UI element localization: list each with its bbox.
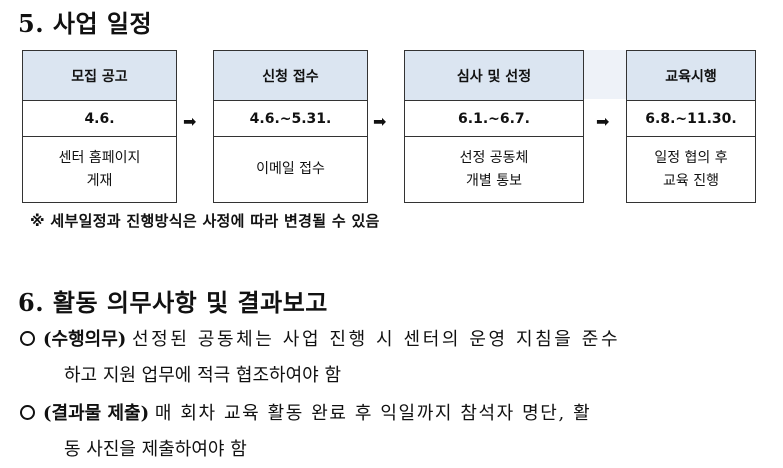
schedule-note: ※ 세부일정과 진행방식은 사정에 따라 변경될 수 있음 bbox=[30, 212, 380, 230]
report-line-2: 동 사진을 제출하여야 함 bbox=[64, 439, 247, 460]
report-line-1: (결과물 제출) 매 회차 교육 활동 완료 후 익일까지 참석자 명단, 활 bbox=[20, 396, 765, 432]
report-text: 매 회차 교육 활동 완료 후 익일까지 참석자 명단, 활 bbox=[154, 403, 592, 424]
duty-label: (수행의무) bbox=[43, 329, 127, 350]
schedule-stage-recruit: 모집 공고 4.6. 센터 홈페이지 게재 bbox=[22, 50, 177, 203]
report-label: (결과물 제출) bbox=[43, 403, 150, 424]
arrow-icon: ➡ bbox=[183, 112, 197, 131]
arrow-icon: ➡ bbox=[373, 112, 387, 131]
arrow-icon: ➡ bbox=[596, 112, 610, 131]
stage-desc: 센터 홈페이지 게재 bbox=[58, 149, 141, 189]
header-gap-shade bbox=[584, 50, 626, 99]
section-5-title: 5. 사업 일정 bbox=[18, 9, 153, 38]
schedule-stage-review: 심사 및 선정 6.1.~6.7. 선정 공동체 개별 통보 bbox=[404, 50, 584, 203]
schedule-stage-apply: 신청 접수 4.6.~5.31. 이메일 접수 bbox=[213, 50, 368, 203]
stage-date: 6.1.~6.7. bbox=[405, 101, 583, 137]
duty-text: 선정된 공동체는 사업 진행 시 센터의 운영 지침을 준수 bbox=[132, 329, 621, 350]
stage-head: 모집 공고 bbox=[23, 51, 176, 101]
section-6-title: 6. 활동 의무사항 및 결과보고 bbox=[18, 288, 328, 317]
duty-line-1: (수행의무) 선정된 공동체는 사업 진행 시 센터의 운영 지침을 준수 bbox=[20, 322, 765, 358]
stage-desc: 일정 협의 후 교육 진행 bbox=[654, 149, 728, 189]
circle-bullet-icon bbox=[20, 331, 35, 346]
stage-head: 심사 및 선정 bbox=[405, 51, 583, 101]
report-item: (결과물 제출) 매 회차 교육 활동 완료 후 익일까지 참석자 명단, 활 … bbox=[20, 396, 765, 468]
stage-head: 신청 접수 bbox=[214, 51, 367, 101]
stage-date: 4.6. bbox=[23, 101, 176, 137]
schedule-stage-education: 교육시행 6.8.~11.30. 일정 협의 후 교육 진행 bbox=[626, 50, 756, 203]
stage-desc: 선정 공동체 개별 통보 bbox=[459, 149, 529, 189]
stage-head: 교육시행 bbox=[627, 51, 755, 101]
stage-desc: 이메일 접수 bbox=[256, 161, 325, 177]
stage-date: 6.8.~11.30. bbox=[627, 101, 755, 137]
duty-item: (수행의무) 선정된 공동체는 사업 진행 시 센터의 운영 지침을 준수 하고… bbox=[20, 322, 765, 394]
stage-date: 4.6.~5.31. bbox=[214, 101, 367, 137]
duty-line-2: 하고 지원 업무에 적극 협조하여야 함 bbox=[64, 365, 342, 386]
circle-bullet-icon bbox=[20, 405, 35, 420]
